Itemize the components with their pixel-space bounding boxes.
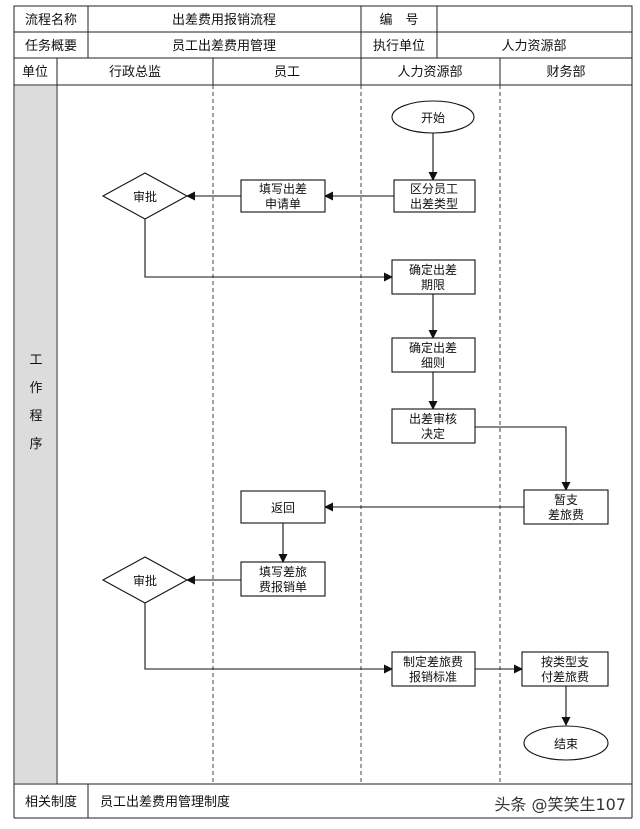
- lane-header-hr: 人力资源部: [397, 65, 462, 80]
- decision-label: 决定: [421, 426, 445, 441]
- end-node: [523, 725, 609, 761]
- details-label: 确定出差: [409, 340, 457, 355]
- arrow-approve-to-standard: [144, 603, 393, 674]
- related-policy-label: 相关制度: [25, 794, 77, 810]
- standard-label: 制定差旅费: [403, 654, 463, 669]
- unit-header: 单位: [22, 65, 48, 80]
- advance-node: [523, 489, 609, 525]
- arrow-decision-to-advance: [475, 426, 571, 491]
- classify-label: 出差类型: [410, 197, 458, 211]
- approve-label-2: 审批: [133, 573, 157, 588]
- connectors: [144, 133, 571, 726]
- period-node: [391, 259, 476, 295]
- advance-label: 差旅费: [548, 508, 584, 522]
- lane-header-employee: 员工: [274, 65, 300, 80]
- lane-header-finance: 财务部: [546, 64, 585, 80]
- code-label: 编 号: [379, 13, 418, 28]
- fill-request-label: 申请单: [265, 197, 301, 211]
- process-name-value: 出差费用报销流程: [172, 13, 276, 28]
- standard-node: [391, 651, 476, 687]
- end-label: 结束: [554, 737, 578, 751]
- fill-request-node: [240, 179, 326, 213]
- process-name-label: 流程名称: [25, 12, 77, 28]
- decision-label: 出差审核: [409, 411, 457, 426]
- period-label: 期限: [421, 278, 445, 292]
- side-label-char: 作: [29, 381, 42, 396]
- fill-claim-node: [240, 561, 326, 597]
- exec-unit-value: 人力资源部: [501, 39, 566, 54]
- lane-header-admin-director: 行政总监: [109, 65, 161, 80]
- advance-label: 暂支: [554, 493, 578, 507]
- approve-node-2: [101, 556, 189, 604]
- fill-request-label: 填写出差: [259, 182, 307, 196]
- task-summary-label: 任务概要: [25, 38, 77, 54]
- related-policy-value: 员工出差费用管理制度: [100, 794, 230, 810]
- side-label-char: 工: [29, 353, 42, 368]
- side-label-char: 序: [29, 437, 42, 452]
- return-label: 返回: [271, 501, 295, 515]
- classify-label: 区分员工: [410, 182, 458, 196]
- exec-unit-label: 执行单位: [373, 39, 425, 54]
- lane-dividers: [212, 85, 501, 784]
- pay-label: 付差旅费: [541, 670, 589, 684]
- header-table: [13, 5, 633, 819]
- side-label-strip: [15, 86, 56, 783]
- start-label: 开始: [421, 111, 445, 125]
- fill-claim-label: 填写差旅: [259, 565, 307, 579]
- return-node: [240, 490, 326, 524]
- pay-node: [521, 651, 609, 687]
- start-node: [391, 100, 475, 134]
- side-label-char: 程: [29, 409, 42, 424]
- pay-label: 按类型支: [541, 655, 589, 669]
- approve-node-1: [101, 172, 189, 220]
- classify-node: [393, 179, 476, 213]
- approve-label-1: 审批: [133, 189, 157, 204]
- watermark: 头条 @笑笑生107: [494, 795, 626, 814]
- decision-node: [391, 408, 476, 444]
- period-label: 确定出差: [409, 262, 457, 277]
- fill-claim-label: 费报销单: [259, 579, 307, 594]
- standard-label: 报销标准: [409, 669, 457, 684]
- details-label: 细则: [421, 356, 445, 370]
- details-node: [391, 337, 476, 373]
- task-summary-value: 员工出差费用管理: [172, 39, 276, 54]
- arrow-approve-to-period: [144, 219, 393, 282]
